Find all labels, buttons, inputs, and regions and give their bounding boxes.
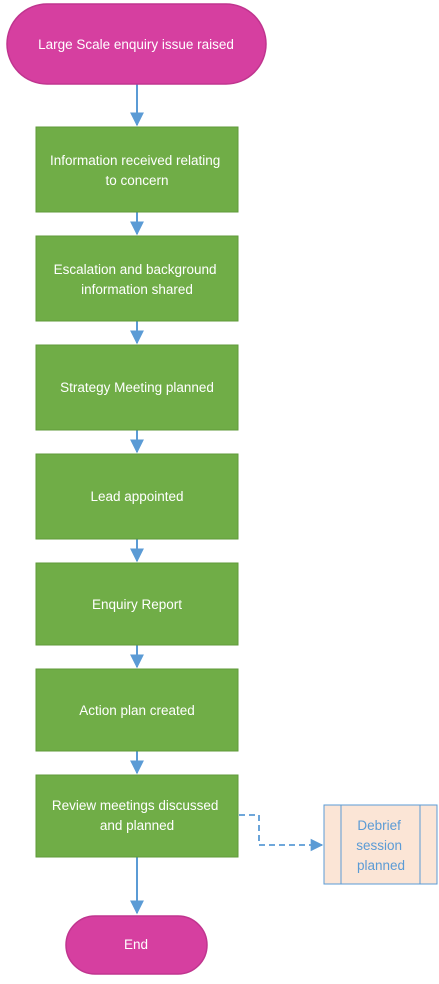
start-terminator: Large Scale enquiry issue raised <box>6 3 267 85</box>
end-line-1: End <box>124 937 148 952</box>
step1-text: Information received relating to concern <box>50 153 224 188</box>
debrief-box <box>323 804 438 885</box>
step4-line-1: Lead appointed <box>90 489 183 504</box>
start-shape <box>6 3 267 85</box>
step3-line-1: Strategy Meeting planned <box>60 380 214 395</box>
process-step-7: Review meetings discussed and planned <box>35 774 239 858</box>
step2-text: Escalation and background information sh… <box>54 262 221 297</box>
end-shape <box>65 915 208 975</box>
step1-line-1: Information received relating <box>50 153 220 168</box>
step1-line-2: to concern <box>105 173 168 188</box>
step7-text: Review meetings discussed and planned <box>52 798 222 833</box>
step4-text: Lead appointed <box>90 489 183 504</box>
debrief-text: Debrief session planned <box>356 818 406 873</box>
step6-line-1: Action plan created <box>79 703 195 718</box>
start-line-1: Large Scale enquiry issue raised <box>38 37 234 52</box>
step2-box <box>35 235 239 322</box>
process-step-4: Lead appointed <box>35 453 239 540</box>
process-step-5: Enquiry Report <box>35 562 239 646</box>
step3-box <box>35 344 239 431</box>
step5-box <box>35 562 239 646</box>
process-step-1: Information received relating to concern <box>35 126 239 213</box>
connectors <box>130 84 324 915</box>
end-text: End <box>124 937 148 952</box>
end-terminator: End <box>65 915 208 975</box>
step4-box <box>35 453 239 540</box>
step6-box <box>35 668 239 752</box>
step3-text: Strategy Meeting planned <box>60 380 214 395</box>
debrief-line-3: planned <box>357 858 405 873</box>
debrief-line-2: session <box>356 838 402 853</box>
process-step-2: Escalation and background information sh… <box>35 235 239 322</box>
step6-text: Action plan created <box>79 703 195 718</box>
step7-box <box>35 774 239 858</box>
process-step-3: Strategy Meeting planned <box>35 344 239 431</box>
debrief-subprocess: Debrief session planned <box>323 804 438 885</box>
step1-box <box>35 126 239 213</box>
debrief-line-1: Debrief <box>357 818 401 833</box>
step7-line-2: and planned <box>100 818 174 833</box>
step7-line-1: Review meetings discussed <box>52 798 219 813</box>
step5-line-1: Enquiry Report <box>92 597 182 612</box>
step2-line-1: Escalation and background <box>54 262 217 277</box>
step5-text: Enquiry Report <box>92 597 182 612</box>
process-step-6: Action plan created <box>35 668 239 752</box>
dashed-arrow-step7-to-debrief <box>239 814 324 852</box>
step2-line-2: information shared <box>81 282 193 297</box>
start-text: Large Scale enquiry issue raised <box>38 37 234 52</box>
